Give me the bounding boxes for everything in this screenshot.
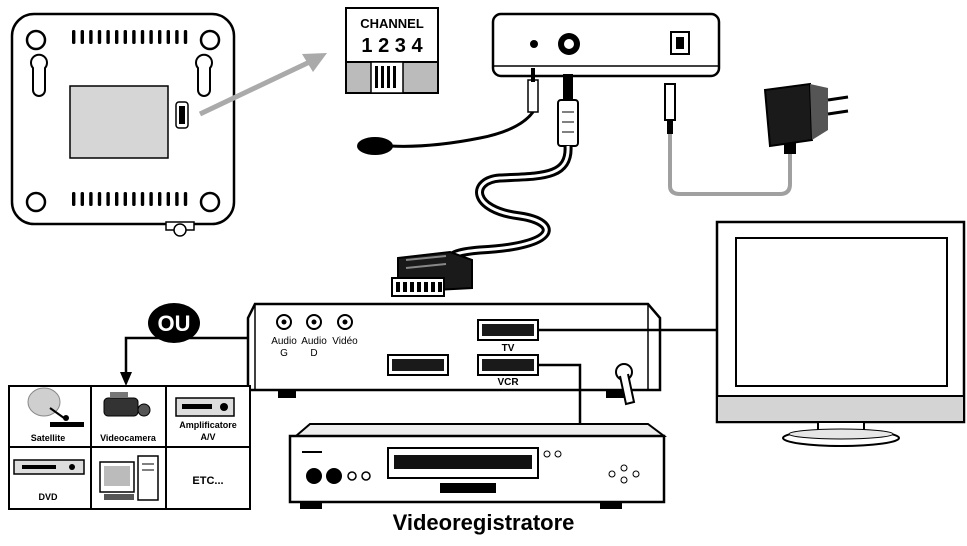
channel-numbers: 1 2 3 4 xyxy=(361,35,423,57)
power-plug-receiver xyxy=(615,363,636,406)
transmitter-front xyxy=(491,12,721,78)
television xyxy=(715,220,966,447)
audio-d-label: Audio xyxy=(301,336,327,347)
audio-g-sub: G xyxy=(280,348,288,359)
tv-port-label: TV xyxy=(502,343,515,354)
scart-socket-tv: TV xyxy=(477,319,539,354)
video-label: Vidéo xyxy=(332,336,358,347)
vcr-caption: Videoregistratore xyxy=(392,510,575,535)
audio-d-sub: D xyxy=(310,348,317,359)
vcr-port-label: VCR xyxy=(497,377,519,388)
scart-socket-front xyxy=(387,354,449,376)
source-label-amplifier-l2: A/V xyxy=(200,432,215,442)
connection-lines xyxy=(124,328,717,432)
source-label-etc: ETC... xyxy=(192,475,223,487)
receiver-box: Audio G Audio D Vidéo TV VCR xyxy=(246,302,662,406)
computer-icon xyxy=(99,455,159,501)
arrow-down-icon xyxy=(120,372,132,386)
source-label-dvd: DVD xyxy=(38,492,58,502)
source-device-grid: Satellite Videocamera Amplificatore A/V … xyxy=(8,385,251,510)
channel-title: CHANNEL xyxy=(360,16,424,31)
source-label-satellite: Satellite xyxy=(31,433,66,443)
channel-selector-box: CHANNEL 1 2 3 4 xyxy=(345,7,439,94)
satellite-icon xyxy=(27,387,84,427)
scart-socket-vcr: VCR xyxy=(477,354,539,388)
audio-g-label: Audio xyxy=(271,336,297,347)
amplifier-icon xyxy=(175,397,235,417)
power-adapter xyxy=(664,82,849,196)
source-label-amplifier-l1: Amplificatore xyxy=(179,420,237,430)
svg-text:OU: OU xyxy=(158,311,191,336)
ou-badge: OU xyxy=(148,303,200,343)
transmitter-bottom-view xyxy=(10,12,327,237)
ir-eye-cable xyxy=(357,68,539,155)
videocamera-icon xyxy=(103,392,151,417)
av-cable xyxy=(442,74,579,265)
vcr xyxy=(288,423,667,509)
source-label-videocamera: Videocamera xyxy=(100,433,157,443)
dvd-player-icon xyxy=(13,459,85,475)
scart-plug xyxy=(391,250,473,297)
rca-inputs: Audio G Audio D Vidéo xyxy=(271,314,358,359)
